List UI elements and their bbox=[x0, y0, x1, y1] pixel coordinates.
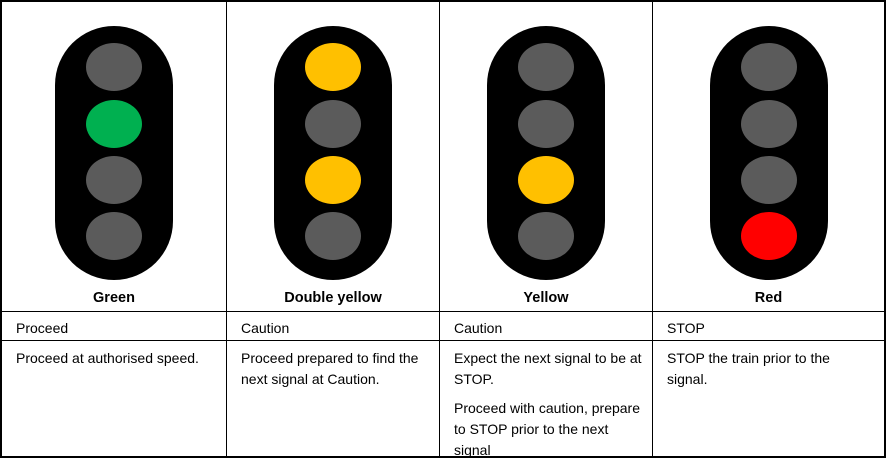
description-paragraph: STOP the train prior to the signal. bbox=[667, 350, 830, 387]
signal-lamp-3 bbox=[305, 156, 361, 204]
signal-lamp-1 bbox=[740, 43, 797, 91]
aspect-name: Yellow bbox=[523, 290, 569, 306]
aspect-meaning: STOP bbox=[667, 320, 705, 336]
signal-head bbox=[487, 26, 605, 280]
aspect-name: Green bbox=[93, 290, 135, 306]
description-paragraph: Expect the next signal to be at STOP. bbox=[454, 350, 642, 387]
aspect-description: STOP the train prior to the signal. bbox=[667, 348, 874, 398]
meaning-divider bbox=[2, 340, 884, 341]
aspect-column-yellow: Yellow Caution Expect the next signal to… bbox=[439, 2, 652, 458]
aspect-column-double-yellow: Double yellow Caution Proceed prepared t… bbox=[226, 2, 439, 456]
aspect-description: Expect the next signal to be at STOP. Pr… bbox=[454, 348, 642, 469]
signal-head bbox=[709, 26, 828, 280]
signal-lamp-3 bbox=[740, 156, 797, 204]
signal-lamp-1 bbox=[86, 43, 142, 91]
aspect-meaning: Caution bbox=[241, 320, 290, 336]
signal-lamp-4 bbox=[305, 212, 361, 260]
signal-lamp-4 bbox=[740, 212, 797, 260]
aspect-meaning: Proceed bbox=[16, 320, 69, 336]
signal-head bbox=[55, 26, 173, 280]
signal-lamp-3 bbox=[86, 156, 142, 204]
signal-lamp-2 bbox=[86, 100, 142, 148]
aspect-column-green: Green Proceed Proceed at authorised spee… bbox=[2, 2, 226, 456]
signal-lamp-4 bbox=[86, 212, 142, 260]
aspect-description: Proceed prepared to find the next signal… bbox=[241, 348, 429, 398]
description-paragraph: Proceed prepared to find the next signal… bbox=[241, 350, 419, 387]
signal-head bbox=[274, 26, 392, 280]
signal-lamp-2 bbox=[740, 100, 797, 148]
description-paragraph: Proceed with caution, prepare to STOP pr… bbox=[454, 400, 640, 458]
signal-lamp-1 bbox=[305, 43, 361, 91]
aspect-name: Red bbox=[754, 290, 783, 306]
signal-lamp-2 bbox=[305, 100, 361, 148]
header-divider bbox=[2, 311, 884, 312]
signal-lamp-3 bbox=[518, 156, 574, 204]
aspect-meaning: Caution bbox=[454, 320, 503, 336]
signal-aspects-table: Green Proceed Proceed at authorised spee… bbox=[0, 0, 886, 458]
signal-lamp-2 bbox=[518, 100, 574, 148]
aspect-column-red: Red STOP STOP the train prior to the sig… bbox=[652, 2, 884, 456]
aspect-description: Proceed at authorised speed. bbox=[16, 348, 216, 377]
description-paragraph: Proceed at authorised speed. bbox=[16, 350, 199, 366]
signal-lamp-4 bbox=[518, 212, 574, 260]
aspect-name: Double yellow bbox=[284, 290, 382, 306]
signal-lamp-1 bbox=[518, 43, 574, 91]
